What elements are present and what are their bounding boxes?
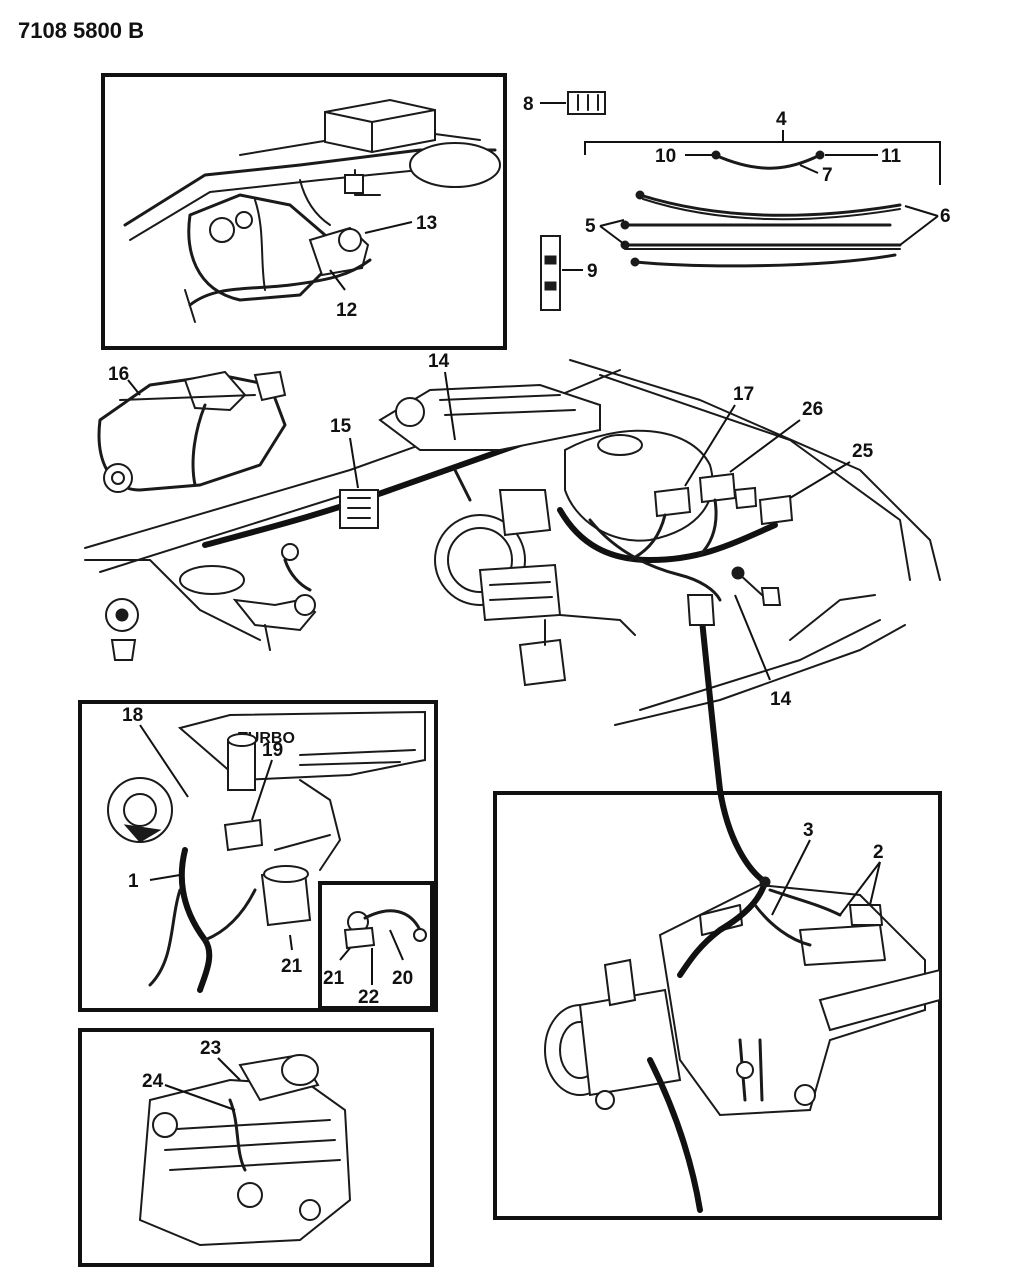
bracket-4 [584,141,941,185]
callout-19: 19 [262,740,283,761]
connector-9-shape [540,235,561,311]
inset-frame-mid-left [78,700,438,1012]
callout-14-right: 14 [770,689,792,710]
callout-24: 24 [142,1071,164,1092]
drop-harness [697,597,768,885]
inset-engine-bottom: 23 24 [78,1028,434,1267]
callout-17: 17 [733,384,754,405]
callout-23: 23 [200,1038,221,1059]
callout-6: 6 [940,206,951,227]
callout-10: 10 [655,146,676,167]
cable-a [638,193,902,217]
harness-1 [178,847,213,993]
callout-2: 2 [873,842,884,863]
relay-17-shape [653,486,692,518]
inset-frame-top-left [101,73,507,350]
relay-26-shape [698,472,737,504]
callout-21-sub: 21 [323,968,345,989]
inset-battery-area: 13 12 [101,73,507,350]
callout-16: 16 [108,364,129,385]
callout-13: 13 [416,213,437,234]
axle-shaft-shape [818,968,941,1032]
strut-tower [187,193,332,302]
engine-block-bottom-shape [138,1078,352,1247]
callout-7: 7 [822,165,833,186]
callout-11: 11 [881,146,902,167]
parts-cables: 8 4 10 11 7 5 6 [523,91,951,311]
clip-8-shape [567,91,606,115]
diagram-code: 7108 5800 B [18,18,144,43]
callout-26: 26 [802,399,823,420]
engine-harness [557,507,778,563]
cowl-harness [202,427,563,548]
turbo-cover-shape [177,710,426,782]
engine-bay-view: 16 15 14 17 26 2 [84,351,941,885]
inset-turbo-engine: TURBO 18 19 1 21 21 2 [78,700,438,1012]
callout-14-top: 14 [428,351,450,372]
relay-25-shape [758,494,794,526]
callout-22: 22 [358,987,379,1008]
inset-frame-bottom-right [493,791,942,1220]
inset-frame-bottom-left [78,1028,434,1267]
washer-reservoir-shape [179,565,245,595]
callout-21-left: 21 [281,956,303,977]
callout-8: 8 [523,94,534,115]
callout-12: 12 [336,300,357,321]
callout-25: 25 [852,441,874,462]
callout-5: 5 [585,216,596,237]
callout-20: 20 [392,968,413,989]
cable-d [633,253,897,268]
callout-18: 18 [122,705,143,726]
transaxle-shape [658,883,926,1117]
inset-starter-area: 3 2 [493,791,942,1220]
callout-9: 9 [587,261,598,282]
master-cylinder-shape [478,563,562,622]
callout-4: 4 [776,109,787,130]
starter-harness [677,879,768,978]
battery-shape [324,98,436,154]
harness-wire [188,258,372,307]
battery-cable [647,1057,703,1213]
air-cleaner-shape [409,142,501,188]
callout-1: 1 [128,871,139,892]
callout-15: 15 [330,416,352,437]
cable-7 [713,153,822,170]
inset-frame-sub [318,881,434,1010]
callout-3: 3 [803,820,814,841]
